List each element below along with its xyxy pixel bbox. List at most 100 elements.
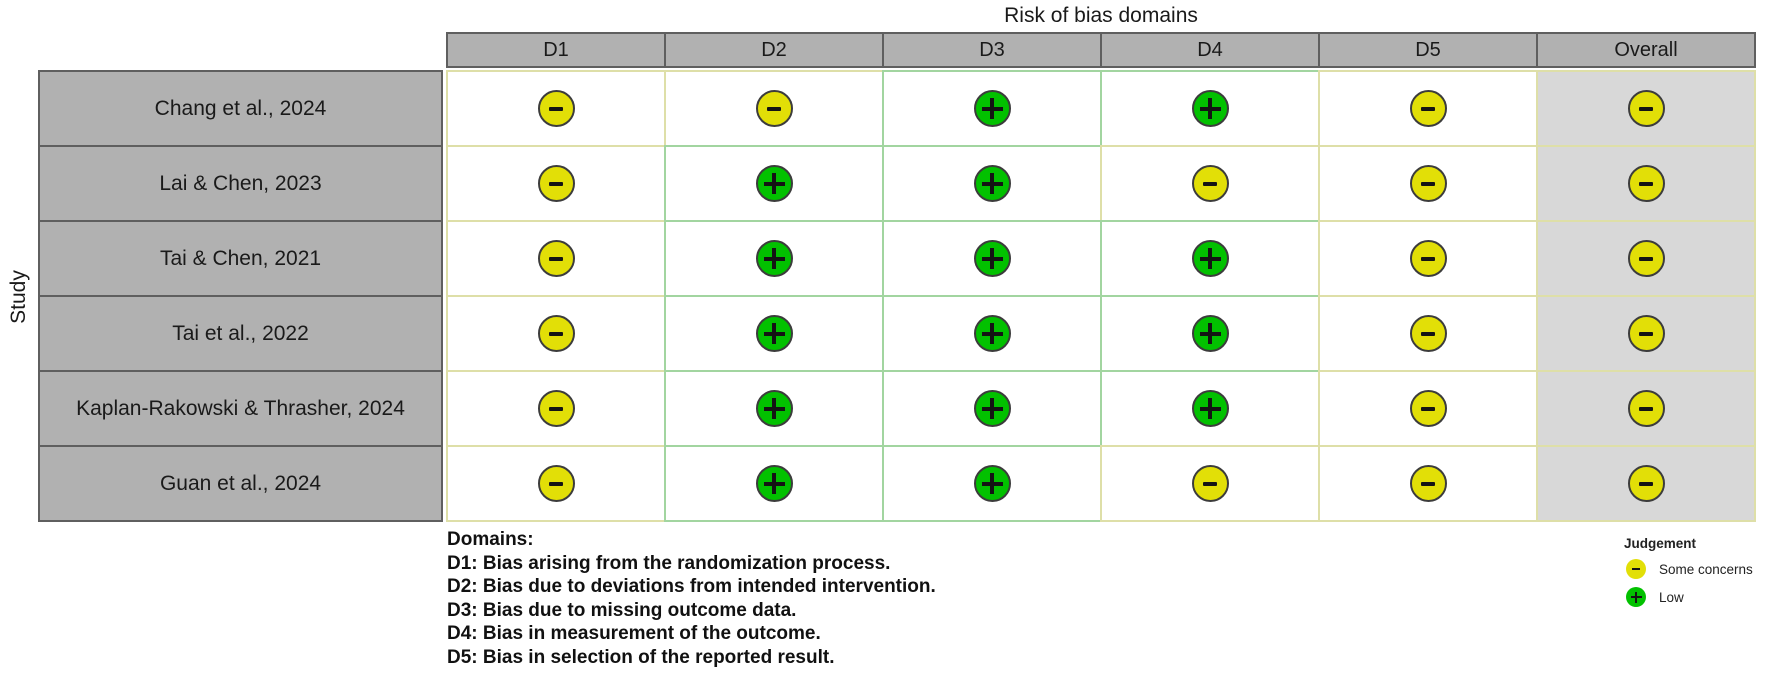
minus-symbol — [549, 256, 563, 261]
some-concerns-icon — [537, 165, 575, 202]
plus-symbol — [981, 473, 1003, 494]
judgement-cell — [1536, 220, 1756, 297]
judgement-cell — [1536, 70, 1756, 147]
judgement-cell — [664, 220, 884, 297]
judgement-cell — [664, 370, 884, 447]
plus-symbol — [763, 473, 785, 494]
judgement-cell — [1100, 145, 1320, 222]
some-concerns-icon — [1191, 165, 1229, 202]
judgement-cell — [664, 295, 884, 372]
minus-symbol — [549, 181, 563, 186]
plus-symbol — [981, 98, 1003, 119]
footnote-line: D4: Bias in measurement of the outcome. — [447, 623, 821, 644]
minus-symbol — [1421, 481, 1435, 486]
some-concerns-icon — [1191, 465, 1229, 502]
column-header-d3: D3 — [882, 32, 1102, 68]
minus-symbol — [767, 106, 781, 111]
column-header-d5: D5 — [1318, 32, 1538, 68]
low-risk-icon — [973, 165, 1011, 202]
judgement-cell — [664, 70, 884, 147]
judgement-cell — [1318, 145, 1538, 222]
judgement-cell — [882, 370, 1102, 447]
judgement-cell — [664, 145, 884, 222]
judgement-row — [446, 445, 1756, 522]
judgement-cell — [446, 70, 666, 147]
low-risk-icon — [1191, 390, 1229, 427]
some-concerns-icon — [1627, 390, 1665, 427]
plus-symbol — [981, 398, 1003, 419]
minus-symbol — [1421, 106, 1435, 111]
footnote-lines: D1: Bias arising from the randomization … — [447, 552, 936, 670]
judgement-row — [446, 145, 1756, 222]
plus-symbol — [1199, 248, 1221, 269]
minus-symbol — [1639, 406, 1653, 411]
study-label: Tai & Chen, 2021 — [38, 220, 443, 297]
study-label: Lai & Chen, 2023 — [38, 145, 443, 222]
judgement-cell — [664, 445, 884, 522]
judgement-cell — [446, 220, 666, 297]
judgement-cell — [1536, 145, 1756, 222]
low-risk-icon — [973, 240, 1011, 277]
plus-symbol — [981, 173, 1003, 194]
plus-symbol — [1199, 323, 1221, 344]
judgement-cell — [882, 295, 1102, 372]
low-risk-icon — [755, 465, 793, 502]
legend-item-low: Low — [1624, 587, 1753, 607]
minus-symbol — [549, 106, 563, 111]
judgement-cell — [1100, 70, 1320, 147]
column-header-d1: D1 — [446, 32, 666, 68]
minus-symbol — [549, 331, 563, 336]
judgement-cell — [882, 220, 1102, 297]
judgement-cell — [1536, 370, 1756, 447]
plus-symbol — [763, 173, 785, 194]
judgement-cell — [1536, 295, 1756, 372]
minus-symbol — [1421, 331, 1435, 336]
column-header-overall: Overall — [1536, 32, 1756, 68]
footnote-heading: Domains: — [447, 529, 534, 550]
legend-item-some_concerns: Some concerns — [1624, 559, 1753, 579]
plus-symbol — [763, 248, 785, 269]
footnote-line: D2: Bias due to deviations from intended… — [447, 576, 936, 597]
column-header-d4: D4 — [1100, 32, 1320, 68]
some-concerns-icon — [1409, 240, 1447, 277]
some-concerns-icon — [537, 465, 575, 502]
low-risk-icon — [973, 315, 1011, 352]
low-risk-icon — [1191, 315, 1229, 352]
low-risk-icon — [755, 165, 793, 202]
low-risk-icon — [973, 390, 1011, 427]
domain-footnote: Domains: D1: Bias arising from the rando… — [447, 528, 936, 669]
some-concerns-icon — [537, 90, 575, 127]
judgement-cell — [1100, 295, 1320, 372]
judgement-cell — [446, 445, 666, 522]
some-concerns-icon — [537, 240, 575, 277]
some-concerns-icon — [1626, 559, 1646, 579]
minus-symbol — [1639, 106, 1653, 111]
judgement-cell — [1536, 445, 1756, 522]
some-concerns-icon — [1409, 90, 1447, 127]
minus-symbol — [1639, 481, 1653, 486]
low-risk-icon — [1191, 90, 1229, 127]
judgement-row — [446, 70, 1756, 147]
judgement-cell — [882, 70, 1102, 147]
some-concerns-icon — [1409, 315, 1447, 352]
minus-symbol — [1639, 256, 1653, 261]
judgement-cell — [1318, 70, 1538, 147]
minus-symbol — [1632, 567, 1640, 571]
judgement-row — [446, 295, 1756, 372]
judgement-cell — [446, 370, 666, 447]
some-concerns-icon — [1627, 465, 1665, 502]
footnote-line: D5: Bias in selection of the reported re… — [447, 646, 835, 668]
study-axis-label: Study — [7, 270, 30, 324]
judgement-cell — [446, 295, 666, 372]
legend-title: Judgement — [1624, 536, 1697, 551]
some-concerns-icon — [1627, 240, 1665, 277]
some-concerns-icon — [1409, 465, 1447, 502]
judgement-cell — [1100, 445, 1320, 522]
plus-symbol — [1199, 98, 1221, 119]
low-risk-icon — [973, 465, 1011, 502]
plus-symbol — [763, 398, 785, 419]
judgement-cell — [1100, 370, 1320, 447]
